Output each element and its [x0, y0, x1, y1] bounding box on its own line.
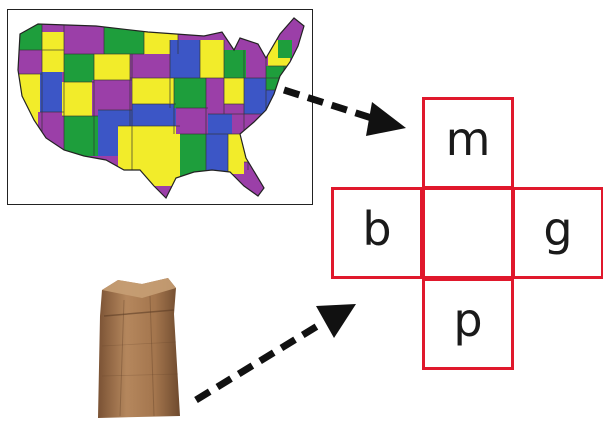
cell-bottom: p [422, 278, 514, 370]
letter-right: g [543, 202, 573, 256]
map-to-grid-arrow [282, 86, 406, 136]
cell-center [422, 187, 514, 279]
paper-bag-icon [98, 278, 180, 418]
cell-left: b [331, 187, 423, 279]
usa-map-picture [7, 9, 313, 205]
bag-to-grid-arrow [194, 304, 356, 403]
usa-map-icon [17, 17, 305, 200]
letter-left: b [362, 202, 392, 256]
paper-bag-picture [84, 276, 194, 418]
letter-bottom: p [453, 293, 483, 347]
cell-right: g [512, 187, 603, 279]
cell-top: m [422, 97, 514, 189]
letter-top: m [445, 112, 491, 166]
